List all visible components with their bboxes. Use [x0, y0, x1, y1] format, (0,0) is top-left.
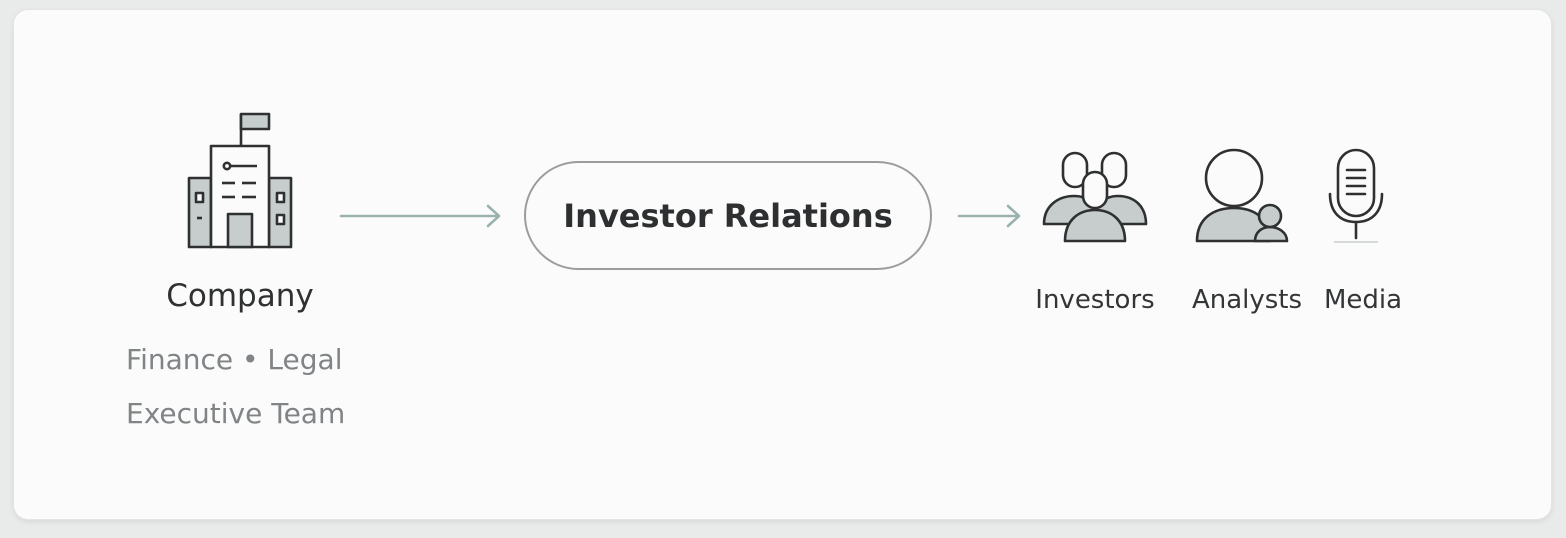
- microphone-icon: [1328, 148, 1384, 243]
- audience-label-media: Media: [1323, 285, 1403, 315]
- building-icon: [187, 112, 293, 249]
- audience-label-analysts: Analysts: [1191, 285, 1303, 315]
- hub-node: Investor Relations: [524, 161, 932, 270]
- group-icon: [1042, 151, 1148, 243]
- source-departments-line-1: Finance • Legal: [126, 343, 343, 376]
- arrow-to-audiences: [957, 204, 1021, 228]
- analyst-icon: [1195, 148, 1289, 243]
- hub-label: Investor Relations: [563, 196, 893, 235]
- arrow-to-hub: [339, 204, 501, 228]
- audience-label-investors: Investors: [1035, 285, 1155, 315]
- source-departments-line-2: Executive Team: [126, 397, 346, 430]
- source-title: Company: [166, 278, 314, 314]
